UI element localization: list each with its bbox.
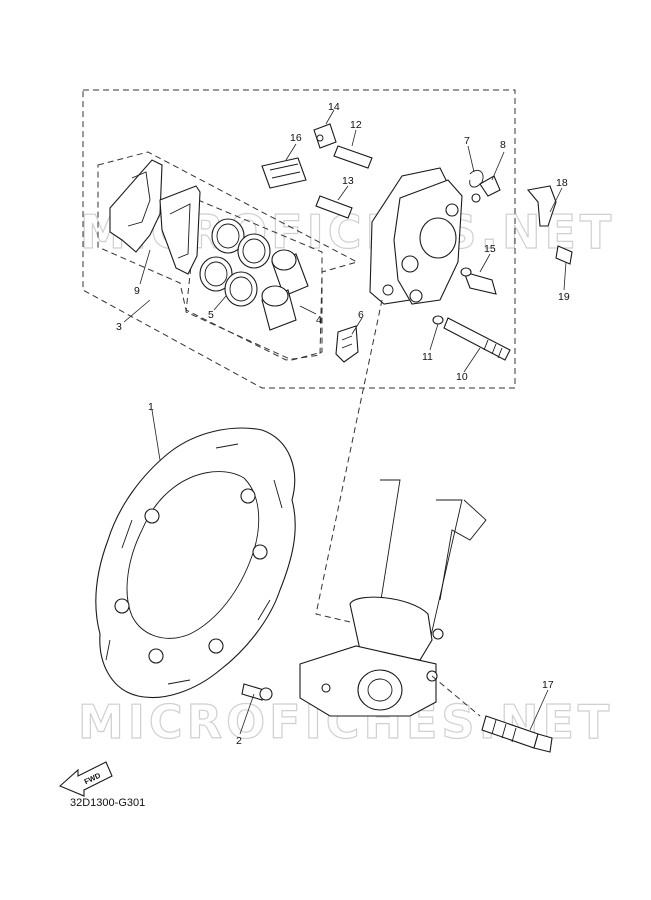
disc-bolt-2[interactable] — [241, 683, 273, 701]
callout-8[interactable]: 8 — [500, 139, 506, 151]
diagram-code: 32D1300-G301 — [70, 797, 145, 809]
seal-kit-boundary — [185, 199, 323, 361]
fwd-arrow-icon: FWD — [58, 761, 113, 797]
axle-pinch-bolt-17[interactable] — [481, 715, 553, 753]
fork-leg — [299, 479, 487, 717]
callout-9[interactable]: 9 — [134, 285, 140, 297]
callout-6[interactable]: 6 — [358, 309, 364, 321]
callout-16[interactable]: 16 — [290, 132, 302, 144]
brake-pad-9[interactable] — [109, 159, 201, 275]
callout-4[interactable]: 4 — [316, 314, 322, 326]
piston-seals-5[interactable] — [199, 218, 271, 307]
callout-leaders — [123, 109, 567, 735]
callout-5[interactable]: 5 — [208, 309, 214, 321]
callout-14[interactable]: 14 — [328, 101, 340, 113]
callout-2[interactable]: 2 — [236, 735, 242, 747]
callout-17[interactable]: 17 — [542, 679, 554, 691]
bleed-valve-7[interactable] — [469, 169, 484, 203]
pin-13[interactable] — [315, 195, 353, 219]
bleed-screw-14[interactable] — [313, 123, 337, 149]
callout-13[interactable]: 13 — [342, 175, 354, 187]
pad-support-6[interactable] — [335, 325, 359, 363]
bleed-cap-8[interactable] — [479, 175, 501, 197]
assembly-line-axle — [431, 675, 481, 717]
callout-12[interactable]: 12 — [350, 119, 362, 131]
callout-1[interactable]: 1 — [148, 401, 154, 413]
callout-19[interactable]: 19 — [558, 291, 570, 303]
bolt-19[interactable] — [555, 245, 573, 265]
callout-10[interactable]: 10 — [456, 371, 468, 383]
callout-15[interactable]: 15 — [484, 243, 496, 255]
callout-labels: 1 2 3 4 5 6 7 8 9 10 11 12 13 14 15 16 1… — [116, 101, 570, 747]
callout-18[interactable]: 18 — [556, 177, 568, 189]
caliper-assembly-boundary — [82, 89, 516, 389]
callout-3[interactable]: 3 — [116, 321, 122, 333]
brake-disc-1[interactable] — [95, 427, 296, 699]
pad-pin-12[interactable] — [333, 145, 373, 169]
washer-11[interactable] — [432, 315, 444, 325]
hose-guide-18[interactable] — [526, 185, 557, 227]
caliper-body[interactable] — [369, 167, 463, 305]
pad-spring-16[interactable] — [261, 157, 307, 189]
bolt-10[interactable] — [443, 317, 511, 361]
slide-pin-15[interactable] — [460, 267, 497, 295]
assembly-line-caliper — [315, 299, 383, 623]
pistons-4[interactable] — [261, 249, 309, 331]
callout-7[interactable]: 7 — [464, 135, 470, 147]
callout-11[interactable]: 11 — [422, 351, 433, 363]
